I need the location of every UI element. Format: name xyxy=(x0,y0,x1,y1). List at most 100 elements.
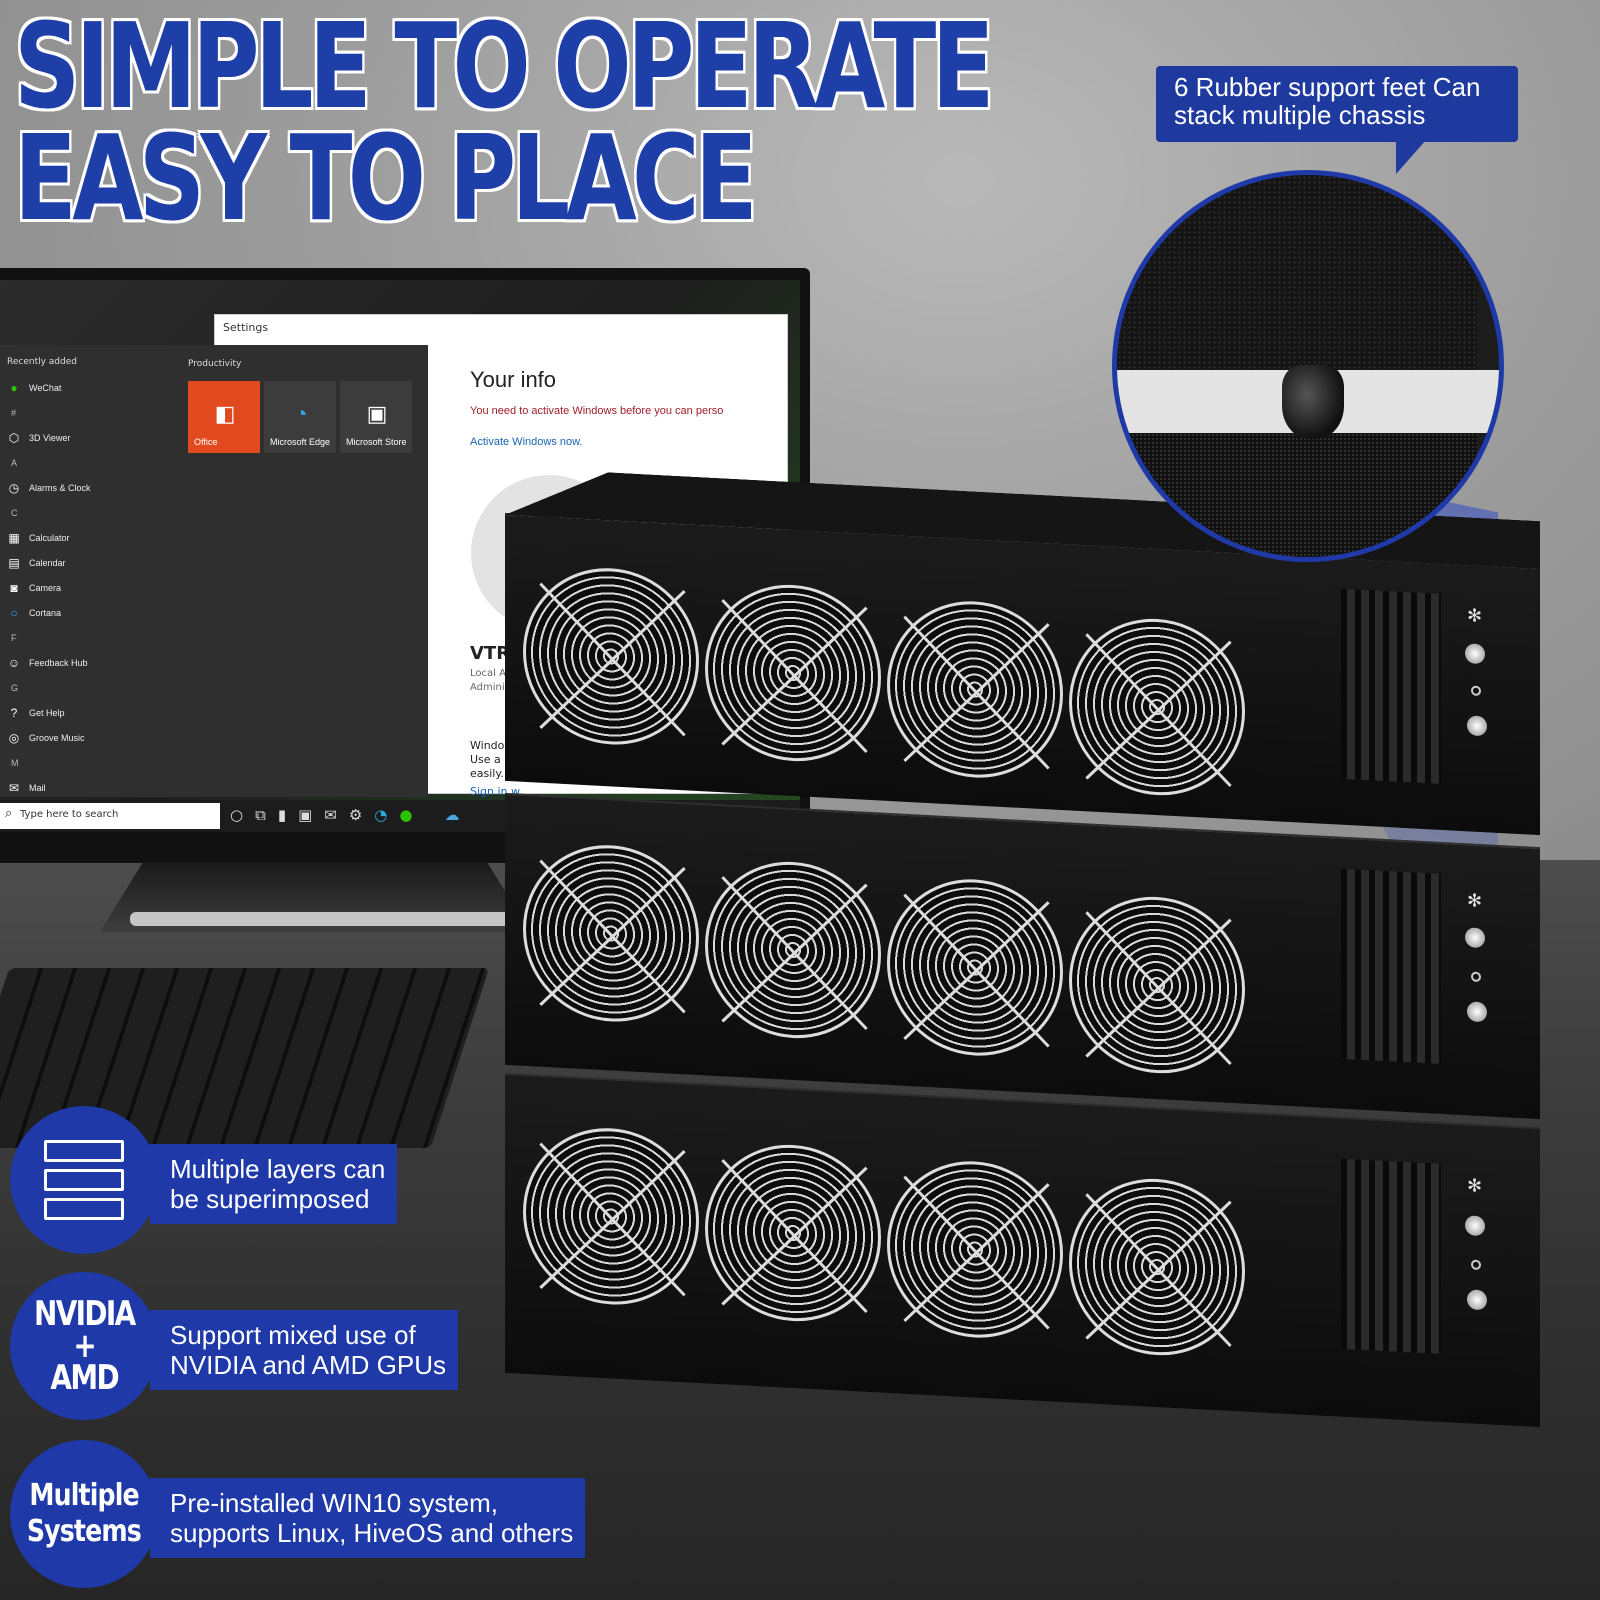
app-group-letter[interactable]: F xyxy=(11,632,17,643)
account-meta-line-2: Admini xyxy=(470,682,505,693)
app-group-letter[interactable]: M xyxy=(11,757,19,768)
rubber-foot-zoom xyxy=(1112,170,1504,562)
settings-gear-icon[interactable]: ⚙ xyxy=(348,806,363,824)
headline-line-1: SIMPLE TO OPERATE xyxy=(14,0,995,135)
taskbar-search-input[interactable]: Type here to search xyxy=(0,803,220,829)
tile-microsoft-edge[interactable]: ◔ Microsoft Edge xyxy=(264,381,336,453)
fan-speed-icon: ✻ xyxy=(1467,1175,1483,1198)
tile-label: Office xyxy=(194,437,218,447)
rubber-foot-icon xyxy=(1282,365,1344,439)
reset-button-icon xyxy=(1467,1001,1487,1023)
app-label: Camera xyxy=(29,582,62,593)
cortana-circle-icon[interactable]: ○ xyxy=(230,806,244,824)
fan-icon xyxy=(887,874,1063,1061)
knob-icon xyxy=(1465,1215,1485,1237)
wechat-icon: ● xyxy=(10,380,18,395)
badge-line-3: AMD xyxy=(50,1358,119,1398)
your-info-heading: Your info xyxy=(470,367,557,392)
app-item-mail[interactable]: ✉ Mail xyxy=(7,775,177,800)
power-icon xyxy=(1471,1259,1481,1271)
badge-line-1: Multiple xyxy=(29,1478,139,1513)
get-help-icon: ? xyxy=(10,705,18,720)
fan-speed-icon: ✻ xyxy=(1467,605,1483,628)
calendar-icon: ▤ xyxy=(8,555,20,570)
tile-microsoft-store[interactable]: ▣ Microsoft Store xyxy=(340,381,412,453)
feature-text-line-1: Pre-installed WIN10 system, xyxy=(170,1488,498,1518)
chassis-plate-top xyxy=(1117,175,1477,370)
app-item-cortana[interactable]: ○ Cortana xyxy=(7,600,177,625)
mail-taskbar-icon[interactable]: ✉ xyxy=(324,806,337,824)
feature-text-line-2: be superimposed xyxy=(170,1184,370,1214)
app-item-3d-viewer[interactable]: ⬡ 3D Viewer xyxy=(7,425,177,450)
account-name: VTR xyxy=(470,643,511,664)
app-item-feedback-hub[interactable]: ☺Feedback Hub xyxy=(7,650,177,675)
account-meta: Local A Admini xyxy=(470,667,506,695)
app-label: Mail xyxy=(29,782,46,793)
headline: SIMPLE TO OPERATE EASY TO PLACE xyxy=(14,0,995,237)
cortana-icon: ○ xyxy=(10,605,18,620)
chassis-middle: ✻ xyxy=(505,792,1540,1120)
app-group-letter[interactable]: # xyxy=(11,407,17,418)
app-label: Cortana xyxy=(29,607,62,618)
feature-text-line-1: Multiple layers can xyxy=(170,1154,386,1184)
layers-icon xyxy=(44,1140,124,1220)
feedback-hub-icon: ☺ xyxy=(7,655,21,670)
fan-icon xyxy=(523,1123,699,1310)
chassis-top: ✻ xyxy=(505,513,1540,836)
feature-label: Pre-installed WIN10 system, supports Lin… xyxy=(150,1478,586,1558)
fan-icon xyxy=(1069,1174,1245,1360)
side-vents xyxy=(1341,868,1441,1064)
side-vents xyxy=(1341,588,1441,784)
chassis-plate-bottom xyxy=(1117,433,1477,557)
fan-icon xyxy=(705,580,881,766)
wechat-taskbar-icon[interactable]: ● xyxy=(399,806,413,824)
fan-icon xyxy=(523,563,699,750)
mail-icon: ✉ xyxy=(8,780,20,795)
alarm-clock-icon: ◷ xyxy=(8,480,20,495)
cloud-icon[interactable]: ☁ xyxy=(444,806,460,824)
app-item-groove-music[interactable]: ◎Groove Music xyxy=(7,725,177,750)
app-group-letter[interactable]: A xyxy=(11,457,18,468)
app-item-calculator[interactable]: ▦Calculator xyxy=(7,525,177,550)
store-icon[interactable]: ▣ xyxy=(298,806,313,824)
app-item-calendar[interactable]: ▤Calendar xyxy=(7,550,177,575)
windows-hello-text: Window Use a M easily. xyxy=(470,739,514,781)
feature-badge: NVIDIA + AMD xyxy=(10,1272,158,1420)
fan-icon xyxy=(887,1156,1063,1343)
feature-text-line-2: NVIDIA and AMD GPUs xyxy=(170,1350,446,1380)
feature-badge: Multiple Systems xyxy=(10,1440,158,1588)
monitor-stand-glare xyxy=(130,912,520,926)
activate-windows-link[interactable]: Activate Windows now. xyxy=(470,436,583,448)
task-view-icon[interactable]: ⧉ xyxy=(255,806,266,824)
productivity-heading: Productivity xyxy=(188,359,242,369)
app-label: Alarms & Clock xyxy=(29,482,91,493)
3d-viewer-icon: ⬡ xyxy=(8,430,20,445)
badge-line-2: + xyxy=(73,1326,96,1366)
tile-office[interactable]: ◧ Office xyxy=(188,381,260,453)
reset-button-icon xyxy=(1467,1289,1487,1311)
app-item-get-help[interactable]: ?Get Help xyxy=(7,700,177,725)
feature-label: Support mixed use of NVIDIA and AMD GPUs xyxy=(150,1310,458,1390)
activation-warning: You need to activate Windows before you … xyxy=(470,405,724,417)
app-item-wechat[interactable]: ● WeChat xyxy=(7,375,177,400)
file-explorer-icon[interactable]: ▮ xyxy=(277,806,287,824)
app-group-letter[interactable]: C xyxy=(11,507,18,518)
tile-label: Microsoft Store xyxy=(346,437,407,447)
side-vents xyxy=(1341,1158,1441,1354)
reset-button-icon xyxy=(1467,715,1487,737)
tile-label: Microsoft Edge xyxy=(270,437,331,447)
chassis-bottom: ✻ xyxy=(505,1072,1540,1428)
feature-gpu: Support mixed use of NVIDIA and AMD GPUs… xyxy=(10,1272,458,1422)
office-icon: ◧ xyxy=(214,401,236,426)
feature-layers: Multiple layers can be superimposed xyxy=(10,1106,410,1256)
app-item-camera[interactable]: ◙Camera xyxy=(7,575,177,600)
start-menu: Recently added Productivity ●WeChat # ⬡3… xyxy=(0,345,428,797)
badge-line-2: Systems xyxy=(26,1514,142,1549)
app-item-alarms-clock[interactable]: ◷ Alarms & Clock xyxy=(7,475,177,500)
app-label: 3D Viewer xyxy=(29,432,71,443)
edge-taskbar-icon[interactable]: ◔ xyxy=(374,806,388,824)
feature-systems: Pre-installed WIN10 system, supports Lin… xyxy=(10,1440,586,1590)
knob-icon xyxy=(1465,643,1485,665)
app-label: WeChat xyxy=(29,382,62,393)
app-group-letter[interactable]: G xyxy=(11,682,19,693)
